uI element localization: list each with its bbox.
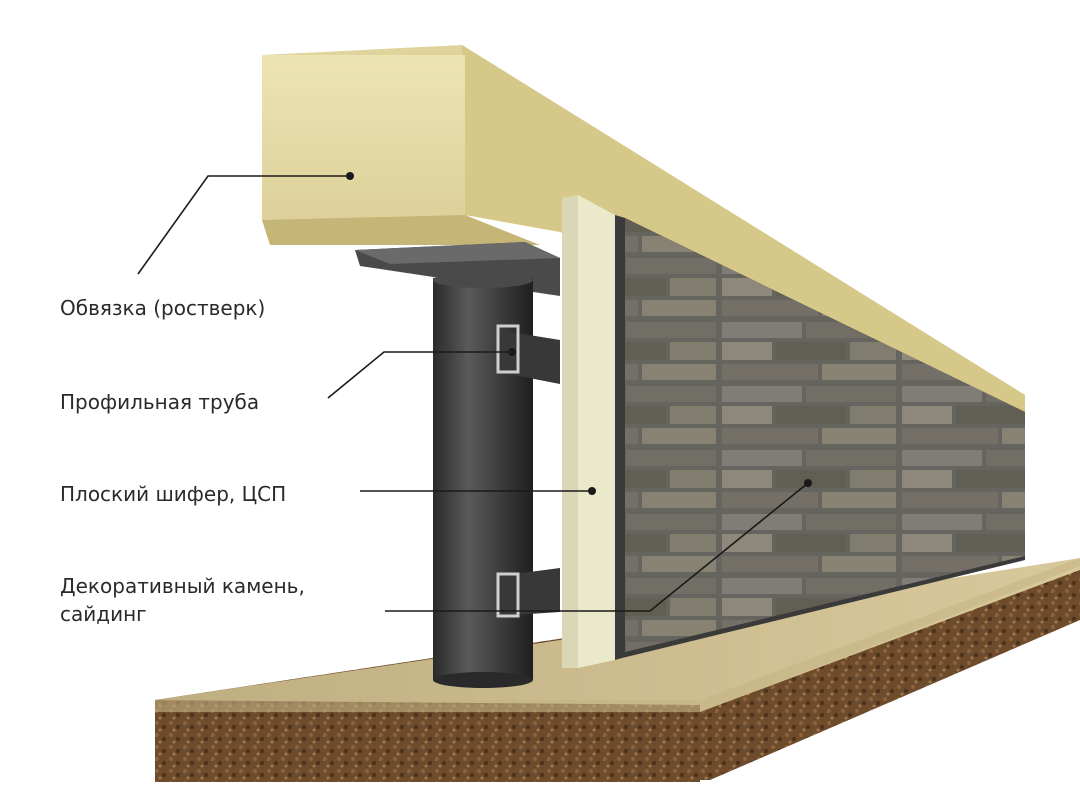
label-beam: Обвязка (ростверк)	[60, 296, 266, 320]
leader-beam-dot	[346, 172, 354, 180]
label-decorative-stone: Декоративный камень, сайдинг	[60, 574, 305, 626]
leader-pipe	[327, 351, 510, 399]
leader-pipe-dot	[508, 348, 516, 356]
leader-stone	[385, 482, 809, 612]
profile-brackets	[496, 324, 560, 618]
slate-board	[562, 195, 615, 668]
label-profile-pipe: Профильная труба	[60, 390, 260, 414]
label-flat-slate: Плоский шифер, ЦСП	[60, 482, 287, 506]
stone-wall	[615, 215, 1025, 660]
leader-lines	[137, 172, 812, 612]
leader-beam	[137, 175, 348, 275]
leader-slate-dot	[588, 487, 596, 495]
leader-stone-dot	[804, 479, 812, 487]
